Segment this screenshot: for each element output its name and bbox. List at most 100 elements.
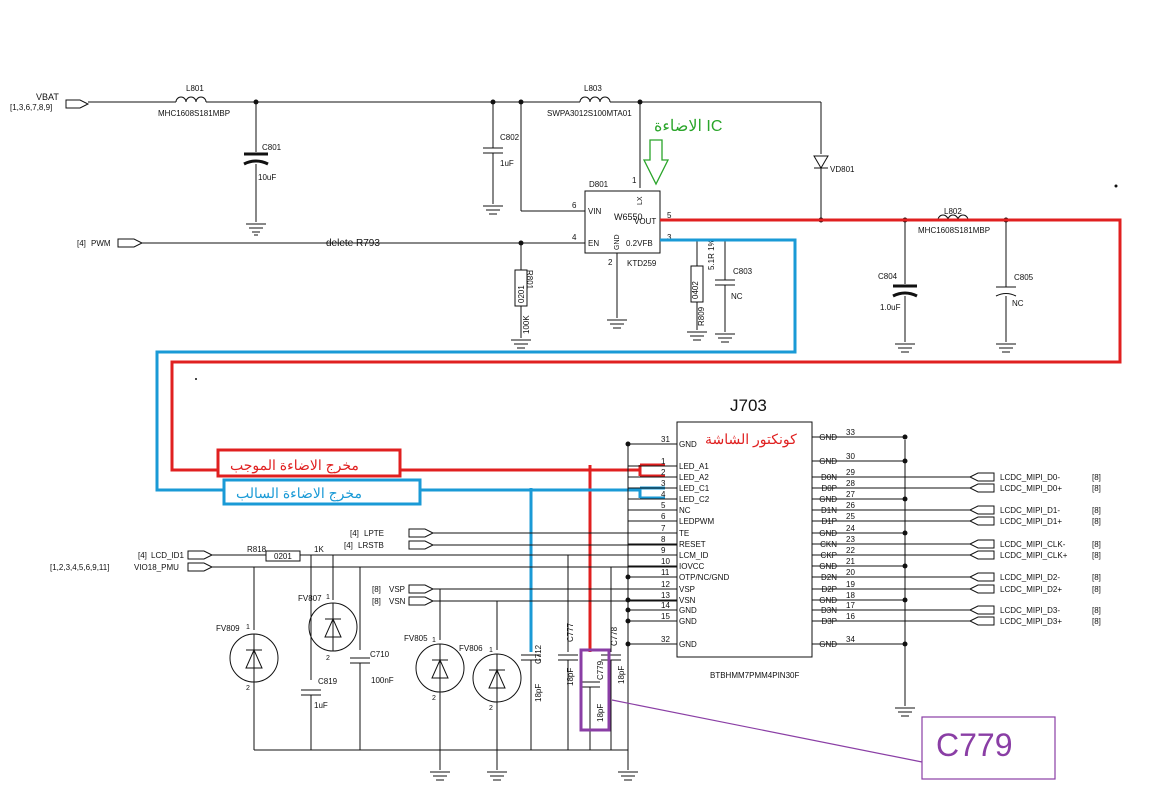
svg-text:1: 1 (432, 637, 436, 644)
pin-name: D0N (821, 473, 837, 482)
pin-vout: VOUT (634, 217, 656, 226)
led-positive-note-box (216, 448, 402, 478)
ground-symbol (895, 343, 915, 353)
mipi-net-label: LCDC_MIPI_D2+ (1000, 585, 1062, 594)
l802-label: L802 (944, 207, 962, 216)
fv805-label: FV805 (404, 634, 428, 643)
led-negative-note: مخرج الاضاءة السالب (236, 485, 362, 502)
pin-name: GND (819, 495, 837, 504)
mipi-ref: [8] (1092, 484, 1101, 493)
mipi-port (968, 616, 995, 626)
vsn-port (408, 596, 435, 606)
ground-symbol (715, 333, 735, 343)
pin-name: OTP/NC/GND (679, 573, 729, 582)
pin-name: IOVCC (679, 562, 705, 571)
connector-note: كونكتور الشاشة (705, 431, 797, 448)
r809-value: 5.1R 1% (707, 239, 716, 270)
pin-name: D3N (821, 606, 837, 615)
pin-name: D3P (821, 617, 837, 626)
mipi-net-label: LCDC_MIPI_CLK+ (1000, 551, 1068, 560)
c710-label: C710 (370, 650, 390, 659)
pin-number: 26 (846, 501, 855, 510)
r809-label: R809 (697, 306, 706, 326)
c801-value: 10uF (258, 173, 276, 182)
svg-text:2: 2 (326, 655, 330, 662)
l803-part: SWPA3012S100MTA01 (547, 109, 632, 118)
pin-number: 22 (846, 546, 855, 555)
pin-name: GND (819, 457, 837, 466)
mipi-net-label: LCDC_MIPI_CLK- (1000, 540, 1066, 549)
pin-fb: 0.2VFB (626, 239, 653, 248)
svg-text:1: 1 (489, 647, 493, 654)
r818-pkg: 0201 (274, 552, 292, 561)
j703-connector: J703 كونكتور الشاشة BTBHMM7PMM4PIN30F 31… (625, 396, 1101, 680)
mipi-port (968, 605, 995, 615)
l801-label: L801 (186, 84, 204, 93)
lpte-ref: [4] (350, 529, 359, 538)
pin-name: LED_C1 (679, 484, 710, 493)
c778-value: 18pF (617, 666, 626, 684)
pin-name: GND (679, 440, 697, 449)
mipi-port (968, 539, 995, 549)
pin-number: 13 (661, 591, 670, 600)
pin-number: 34 (846, 635, 855, 644)
l803-inductor (579, 96, 611, 103)
pin-name: LEDPWM (679, 517, 714, 526)
pin-number: 33 (846, 428, 855, 437)
pin-number: 11 (661, 568, 670, 577)
r818-resistor (265, 550, 301, 562)
lpte-port (408, 528, 435, 538)
ground-symbol (996, 343, 1016, 353)
c710-value: 100nF (371, 676, 394, 685)
pin-number: 7 (661, 524, 666, 533)
c779-highlight (579, 648, 611, 732)
pin-lx: LX (637, 196, 644, 205)
pin-number: 17 (846, 601, 855, 610)
pin2-num: 2 (608, 258, 613, 267)
mipi-ref: [8] (1092, 551, 1101, 560)
lrstb-port (408, 540, 435, 550)
c802-label: C802 (500, 133, 520, 142)
mipi-net-label: LCDC_MIPI_D1- (1000, 506, 1060, 515)
l802-part: MHC1608S181MBP (918, 226, 990, 235)
pin-number: 16 (846, 612, 855, 621)
l801-inductor (175, 96, 207, 103)
mipi-port (968, 584, 995, 594)
fv809-tvs: FV809 1 2 (216, 624, 279, 692)
ground-symbol (511, 339, 531, 349)
mipi-port (968, 572, 995, 582)
pin-number: 14 (661, 601, 670, 610)
ground-symbol (487, 771, 507, 781)
pin-number: 5 (661, 501, 666, 510)
vsp-label: VSP (389, 585, 405, 594)
mipi-port (968, 483, 995, 493)
mipi-ref: [8] (1092, 473, 1101, 482)
mipi-nets: LCDC_MIPI_D0-[8]LCDC_MIPI_D0+[8]LCDC_MIP… (868, 472, 1101, 626)
pin-name: D1N (821, 506, 837, 515)
c804-value: 1.0uF (880, 303, 901, 312)
pin-number: 31 (661, 435, 670, 444)
pin-name: LED_A1 (679, 462, 709, 471)
connector-part: BTBHMM7PMM4PIN30F (710, 671, 799, 680)
pin3-num: 3 (667, 233, 672, 242)
pin-number: 25 (846, 512, 855, 521)
pin-number: 15 (661, 612, 670, 621)
fv807-label: FV807 (298, 594, 322, 603)
r801-pkg: 0201 (517, 285, 526, 303)
r818-value: 1K (314, 545, 324, 554)
pin-number: 27 (846, 490, 855, 499)
pin-name: NC (679, 506, 691, 515)
vd801-diode (813, 155, 829, 169)
vsn-ref: [8] (372, 597, 381, 606)
fv807-tvs: FV807 1 2 (298, 594, 358, 662)
vbat-label: VBAT (36, 92, 59, 102)
c777-value: 18pF (566, 668, 575, 686)
vio-label: VIO18_PMU (134, 563, 179, 572)
c712-label: C712 (534, 644, 543, 664)
ground-symbol (687, 331, 707, 341)
vio-ref: [1,2,3,4,5,6,9,11] (50, 563, 109, 572)
lcd-id-port (187, 550, 214, 560)
pin-name: GND (679, 606, 697, 615)
l803-label: L803 (584, 84, 602, 93)
mipi-ref: [8] (1092, 517, 1101, 526)
